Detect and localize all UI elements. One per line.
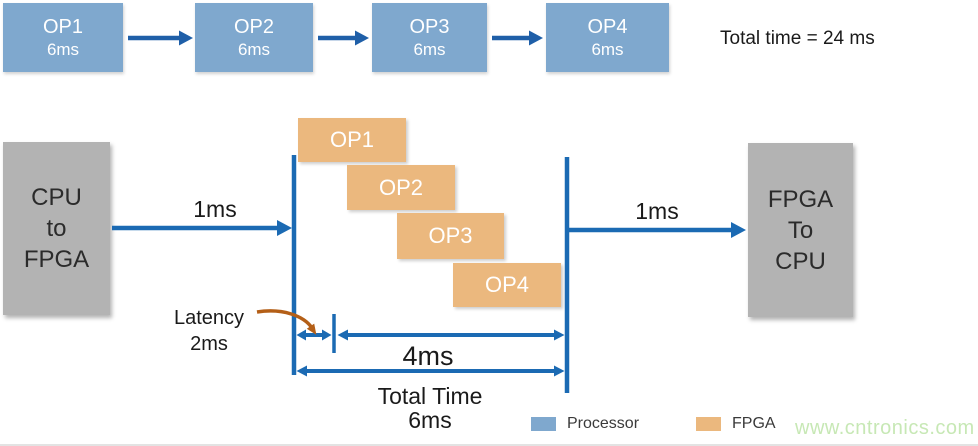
latency-label-line1: Latency: [173, 307, 245, 329]
stage-time: 6ms: [413, 40, 446, 59]
arrow-op3-op4: [492, 30, 543, 46]
fpga-swatch: [696, 417, 721, 431]
stage-label: OP3: [409, 16, 450, 38]
latency-label-line2: 2ms: [190, 333, 228, 355]
stage-time: 6ms: [237, 40, 271, 59]
watermark: www.cntronics.com: [795, 417, 975, 439]
gray-box-line: CPU: [31, 184, 82, 211]
sequential-stage-op3: OP3 6ms: [372, 3, 487, 72]
transfer-in-label: 1ms: [193, 196, 237, 222]
pipelined-op3-box: OP3: [397, 213, 504, 259]
stage-label: OP4: [587, 16, 628, 38]
latency-measure-arrow: [296, 329, 332, 341]
bottom-edge-divider: [0, 444, 978, 446]
cpu-to-fpga-box: CPU to FPGA: [3, 142, 110, 315]
op-label: OP4: [484, 272, 530, 297]
gray-box-line: CPU: [775, 247, 826, 275]
legend-item-fpga: FPGA: [696, 415, 776, 433]
gray-box-line: To: [787, 216, 814, 244]
op-label: OP2: [378, 174, 424, 200]
fpga-to-cpu-box: FPGA To CPU: [748, 143, 853, 317]
legend-label: Processor: [567, 415, 640, 432]
stage-time: 6ms: [46, 40, 80, 59]
transfer-out-arrow: [569, 222, 746, 238]
sequential-stage-op4: OP4 6ms: [546, 3, 669, 72]
legend-label: FPGA: [732, 415, 776, 432]
op-label: OP3: [428, 223, 473, 248]
pipelined-op2-box: OP2: [347, 165, 455, 210]
total-time-label-line1: Total Time: [377, 383, 483, 409]
arrow-op2-op3: [318, 30, 369, 46]
pipeline-window-measure-arrow: [337, 329, 565, 341]
sequential-stage-op2: OP2 6ms: [195, 3, 313, 72]
sequential-stage-op1: OP1 6ms: [3, 3, 123, 72]
total-time-measure-arrow: [296, 365, 565, 377]
legend-item-processor: Processor: [531, 415, 639, 433]
stage-label: OP1: [42, 16, 84, 38]
pipeline-window-label: 4ms: [402, 341, 454, 371]
total-time-label: Total Time 6ms: [350, 384, 510, 432]
gray-box-line: FPGA: [767, 185, 834, 213]
processor-swatch: [531, 417, 556, 431]
latency-label: Latency 2ms: [150, 305, 268, 357]
op-label: OP1: [329, 127, 375, 152]
arrow-op1-op2: [128, 30, 193, 46]
stage-label: OP2: [233, 16, 275, 38]
transfer-out-label: 1ms: [635, 198, 679, 224]
latency-pointer-arrow: [256, 309, 317, 335]
transfer-in-arrow: [112, 220, 292, 236]
sequential-total-time-label: Total time = 24 ms: [720, 28, 875, 49]
total-time-label-line2: 6ms: [408, 407, 452, 433]
gray-box-line: FPGA: [23, 246, 90, 273]
pipelined-op1-box: OP1: [298, 118, 406, 162]
stage-time: 6ms: [591, 40, 624, 59]
pipelined-op4-box: OP4: [453, 263, 561, 307]
gray-box-line: to: [46, 215, 67, 242]
